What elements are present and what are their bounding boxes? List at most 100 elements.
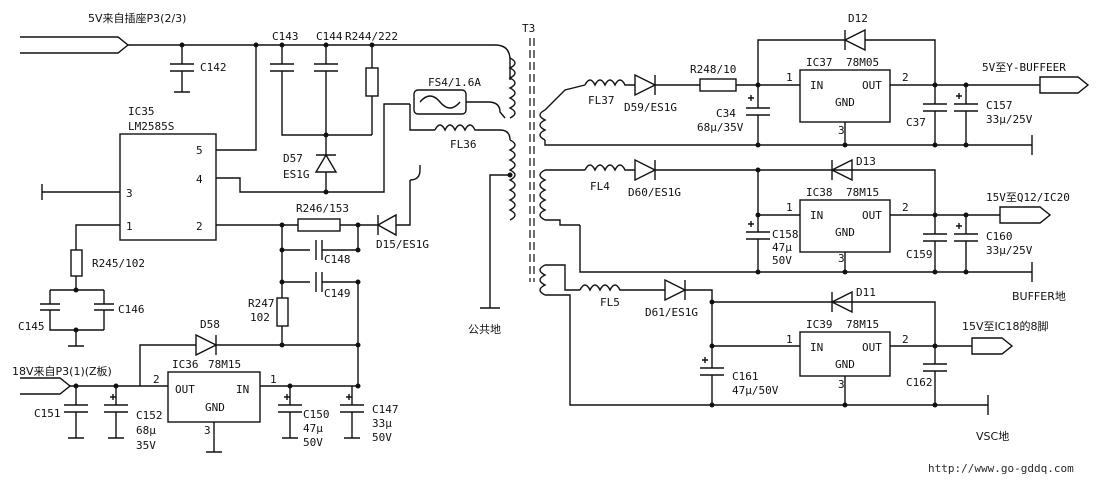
label-c151: C151 (34, 407, 61, 420)
ic36-out: OUT (175, 383, 195, 396)
capacitor-c142 (170, 45, 194, 93)
label-ic37: IC37 (806, 56, 833, 69)
label-c160-value: 33μ/25V (986, 244, 1033, 257)
label-buffer-gnd: BUFFER地 (1012, 290, 1066, 303)
label-r244: R244/222 (345, 30, 398, 43)
ic35-pin4: 4 (196, 173, 203, 186)
label-c159: C159 (906, 248, 933, 261)
label-c157: C157 (986, 99, 1013, 112)
label-c146: C146 (118, 303, 145, 316)
ic36-pin2: 2 (153, 373, 160, 386)
label-fl5: FL5 (600, 296, 620, 309)
label-d59: D59/ES1G (624, 101, 677, 114)
connector-18v-in (20, 377, 72, 395)
wire-fl36-left (409, 104, 435, 131)
ic37-gnd: GND (835, 96, 855, 109)
ic37-pin1: 1 (786, 71, 793, 84)
ic35-pin1: 1 (126, 220, 133, 233)
ic38-out: OUT (862, 209, 882, 222)
label-fl37: FL37 (588, 94, 615, 107)
wire-d12 (757, 39, 845, 85)
diode-d15 (376, 180, 411, 237)
ic37-pin2: 2 (902, 71, 909, 84)
ic39-out: OUT (862, 341, 882, 354)
ic39-gnd: GND (835, 358, 855, 371)
label-c150: C150 (303, 408, 330, 421)
label-d13: D13 (856, 155, 876, 168)
diode-d57 (314, 153, 338, 192)
connector-15v-out-b (971, 337, 1014, 355)
label-c142: C142 (200, 61, 227, 74)
label-r245: R245/102 (92, 257, 145, 270)
label-ic35: IC35 (128, 105, 155, 118)
inductor-fl37 (584, 79, 635, 87)
ic35-pin5: 5 (196, 144, 203, 157)
label-c147: C147 (372, 403, 399, 416)
inductor-fl36 (434, 124, 511, 141)
label-in18: 18V来自P3(1)(Z板) (12, 364, 112, 378)
capacitor-c146 (94, 303, 114, 330)
t3-secondary-2 (539, 169, 547, 221)
label-c150-value: 47μ (303, 422, 323, 435)
ic37-in: IN (810, 79, 823, 92)
wire-common-ground (480, 174, 510, 309)
label-ic36: IC36 (172, 358, 199, 371)
wire-top-rail (128, 44, 511, 80)
label-r247: R247 (248, 297, 275, 310)
diode-d12 (843, 28, 936, 85)
label-c144: C144 (316, 30, 343, 43)
ic37-block (799, 69, 891, 123)
diode-d59 (634, 73, 700, 97)
label-d11: D11 (856, 286, 876, 299)
resistor-r246 (297, 218, 341, 232)
capacitor-c159 (923, 215, 947, 272)
label-c152-voltage: 35V (136, 439, 156, 452)
t3-secondary-3 (539, 264, 547, 296)
wire-ic35-pin5 (216, 45, 257, 151)
capacitor-c151 (64, 386, 88, 439)
label-c158: C158 (772, 228, 799, 241)
diode-d61 (664, 278, 713, 302)
ic35-pin2: 2 (196, 220, 203, 233)
label-d57: D57 (283, 152, 303, 165)
ic39-pin1: 1 (786, 333, 793, 346)
label-r248: R248/10 (690, 63, 736, 76)
capacitor-c37 (923, 85, 947, 145)
label-r246: R246/153 (296, 202, 349, 215)
ic38-in: IN (810, 209, 823, 222)
capacitor-c157 (954, 85, 978, 145)
ic35-pin3: 3 (126, 187, 133, 200)
label-c161-value: 47μ/50V (732, 384, 779, 397)
label-out5: 5V至Y-BUFFEER (982, 61, 1066, 74)
label-ic39: IC39 (806, 318, 833, 331)
ic39-block (799, 331, 891, 377)
capacitor-c144 (314, 45, 338, 155)
ic39-pin3: 3 (838, 378, 845, 391)
ic35-ground (41, 184, 120, 200)
wire-ic35-pin1 (75, 224, 120, 250)
resistor-r248 (699, 78, 737, 92)
label-d58: D58 (200, 318, 220, 331)
label-c160: C160 (986, 230, 1013, 243)
wire-gnd-rail-1 (544, 140, 1032, 146)
ic39-pin2: 2 (902, 333, 909, 346)
label-d60: D60/ES1G (628, 186, 681, 199)
capacitor-c152 (104, 386, 128, 439)
label-lm2585: LM2585S (128, 120, 174, 133)
t3-core (529, 38, 535, 282)
label-fs4: FS4/1.6A (428, 76, 481, 89)
capacitor-c145 (40, 303, 104, 331)
label-out15b: 15V至IC18的8脚 (962, 319, 1048, 333)
label-d61: D61/ES1G (645, 306, 698, 319)
label-vsc-gnd: VSC地 (976, 430, 1009, 443)
capacitor-c160 (954, 215, 978, 272)
label-c158-value: 47μ (772, 241, 792, 254)
capacitor-c143 (270, 45, 372, 136)
wire-buffer-ground (579, 225, 1033, 282)
label-c157-value: 33μ/25V (986, 113, 1033, 126)
connector-5v-in (20, 36, 130, 54)
label-c148: C148 (324, 253, 351, 266)
label-ic38: IC38 (806, 186, 833, 199)
resistor-r245 (70, 249, 83, 277)
